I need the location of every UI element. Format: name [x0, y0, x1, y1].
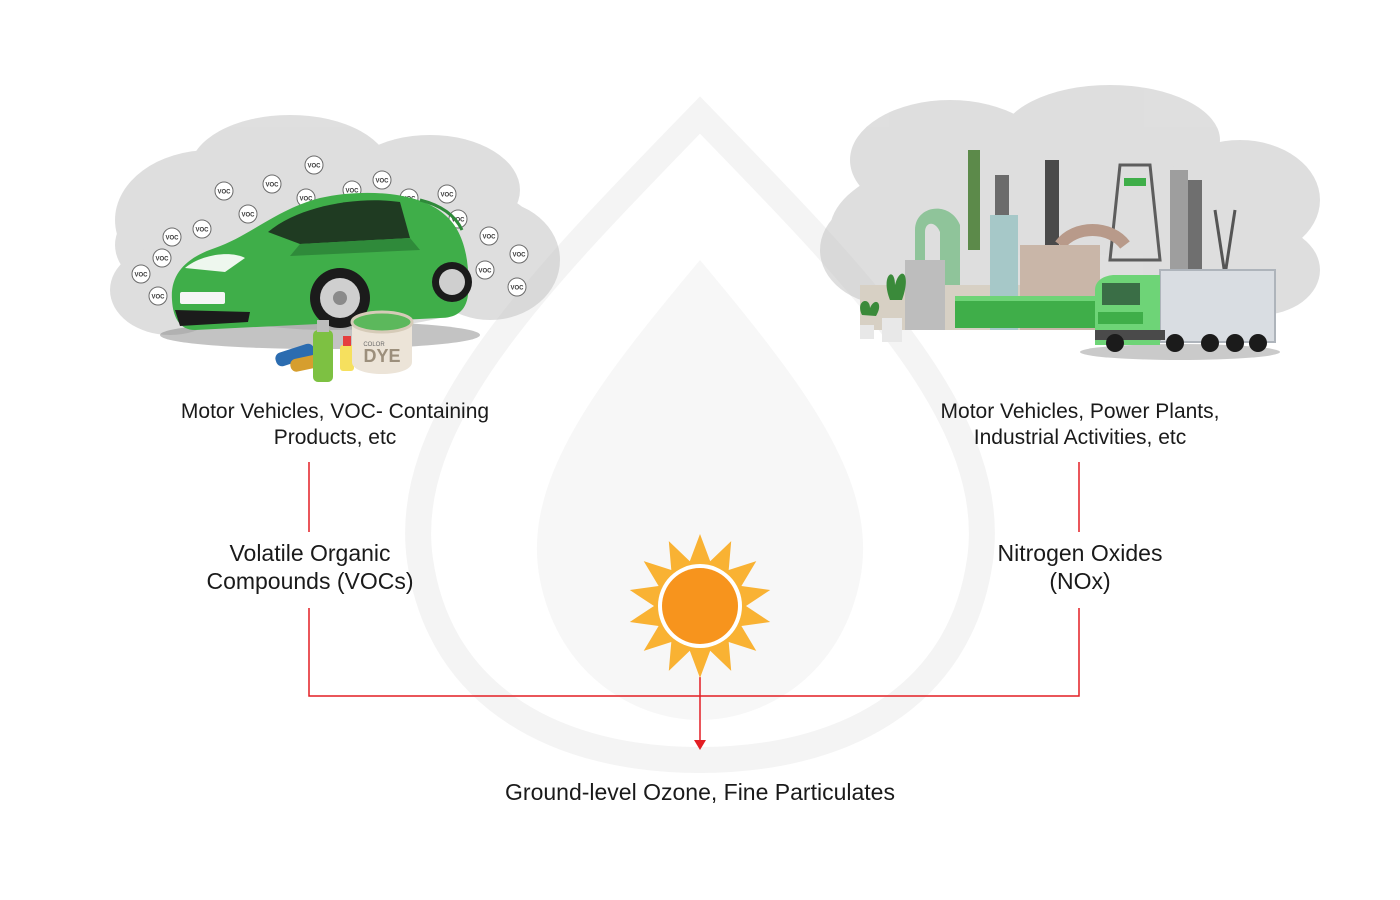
- result-label-text: Ground-level Ozone, Fine Particulates: [505, 779, 895, 805]
- merge-connector: [308, 608, 1080, 697]
- svg-text:VOC: VOC: [165, 236, 179, 242]
- voc-bubble-icon: VOC: [372, 170, 392, 190]
- vocs-label-line1: Volatile Organic: [229, 540, 391, 566]
- voc-bubble-icon: VOC: [148, 286, 168, 306]
- svg-text:VOC: VOC: [265, 183, 279, 189]
- svg-text:VOC: VOC: [451, 218, 465, 224]
- svg-text:VOC: VOC: [307, 164, 321, 170]
- voc-bubble-icon: VOC: [475, 260, 495, 280]
- svg-text:VOC: VOC: [510, 286, 524, 292]
- potted-plants: [860, 273, 906, 342]
- voc-bubble-icon: VOC: [509, 244, 529, 264]
- svg-text:VOC: VOC: [134, 273, 148, 279]
- svg-text:VOC: VOC: [155, 257, 169, 263]
- vocs-label-line2: Compounds (VOCs): [206, 568, 414, 594]
- sun-icon: [629, 534, 771, 678]
- voc-bubble-icon: VOC: [262, 174, 282, 194]
- right-source-label-line2: Industrial Activities, etc: [973, 426, 1187, 449]
- nox-label-line2: (NOx): [1049, 568, 1111, 594]
- paint-can-label: COLOR: [363, 342, 385, 348]
- right-source-label: Motor Vehicles, Power Plants, Industrial…: [890, 399, 1270, 451]
- voc-products: [275, 310, 414, 382]
- svg-text:VOC: VOC: [440, 193, 454, 199]
- svg-text:VOC: VOC: [345, 189, 359, 195]
- truck: [1080, 269, 1280, 360]
- svg-text:VOC: VOC: [299, 197, 313, 203]
- voc-bubble-icon: VOC: [507, 277, 527, 297]
- left-source-label: Motor Vehicles, VOC- Containing Products…: [150, 399, 520, 451]
- voc-bubbles: VOC VOC VOC VOC VOC VOC VOC VOC VOC VOC VOC VOC VOC V…: [131, 155, 529, 306]
- voc-bubble-icon: VOC: [131, 264, 151, 284]
- voc-bubble-icon: VOC: [162, 227, 182, 247]
- voc-bubble-icon: VOC: [152, 248, 172, 268]
- right-source-label-line1: Motor Vehicles, Power Plants,: [940, 400, 1220, 423]
- svg-text:VOC: VOC: [241, 213, 255, 219]
- voc-bubble-icon: VOC: [238, 204, 258, 224]
- paint-can-text: DYE: [363, 346, 400, 366]
- nox-label: Nitrogen Oxides (NOx): [950, 539, 1210, 595]
- svg-text:VOC: VOC: [151, 295, 165, 301]
- svg-text:VOC: VOC: [478, 269, 492, 275]
- svg-text:VOC: VOC: [375, 179, 389, 185]
- left-source-label-line2: Products, etc: [273, 426, 397, 449]
- result-arrowhead-icon: [694, 740, 706, 750]
- svg-text:VOC: VOC: [217, 190, 231, 196]
- svg-text:VOC: VOC: [195, 228, 209, 234]
- voc-bubble-icon: VOC: [304, 155, 324, 175]
- voc-bubble-icon: VOC: [479, 226, 499, 246]
- vocs-label: Volatile Organic Compounds (VOCs): [170, 539, 450, 595]
- result-label: Ground-level Ozone, Fine Particulates: [400, 778, 1000, 806]
- svg-text:VOC: VOC: [512, 253, 526, 259]
- nox-label-line1: Nitrogen Oxides: [997, 540, 1163, 566]
- svg-text:VOC: VOC: [482, 235, 496, 241]
- left-source-label-line1: Motor Vehicles, VOC- Containing: [180, 400, 490, 423]
- voc-bubble-icon: VOC: [214, 181, 234, 201]
- voc-bubble-icon: VOC: [192, 219, 212, 239]
- voc-bubble-icon: VOC: [437, 184, 457, 204]
